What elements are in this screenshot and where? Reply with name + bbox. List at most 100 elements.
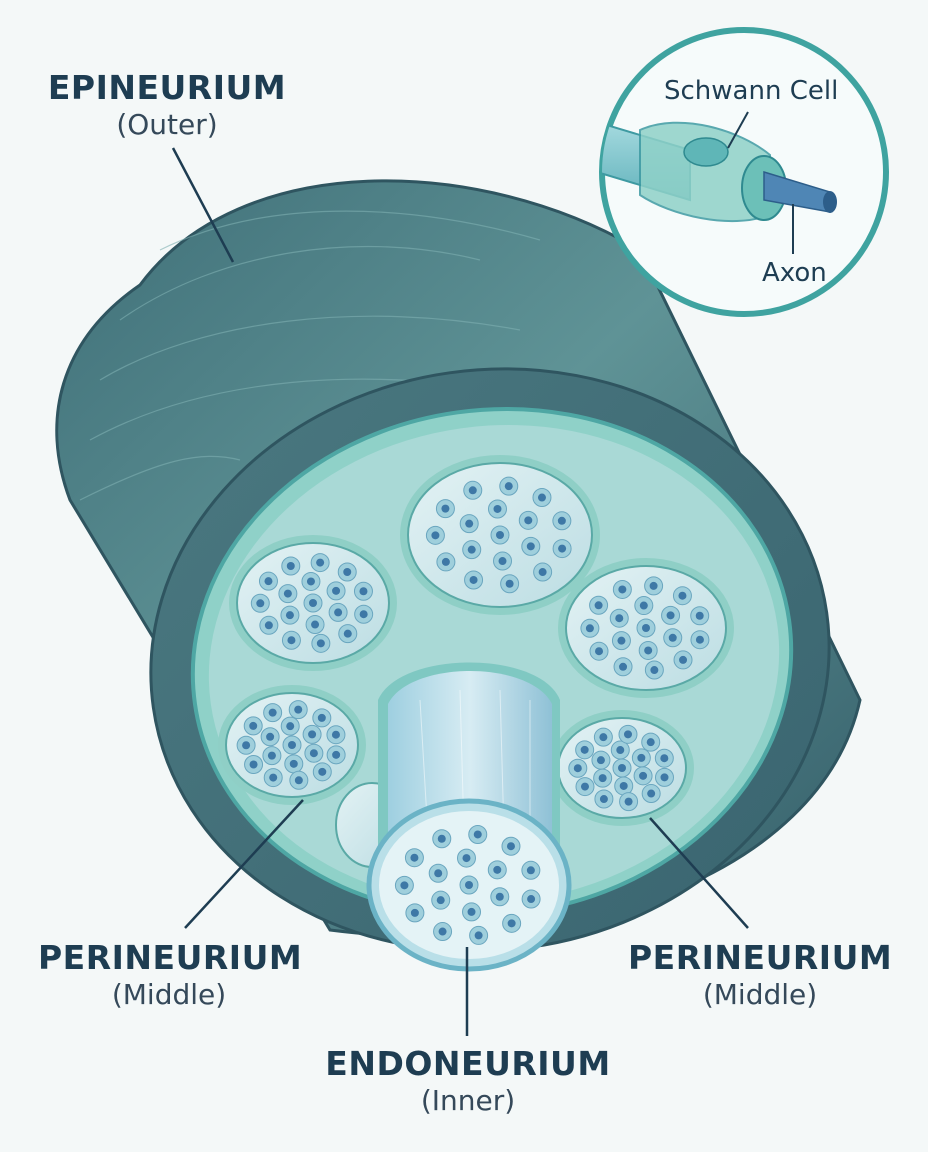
axon-core [495, 892, 504, 901]
axon-core [639, 771, 648, 780]
axon-core [436, 896, 445, 905]
fascicle-lower-left [218, 685, 366, 805]
axon-core [467, 907, 476, 916]
axon-core [619, 781, 628, 790]
axon-core [256, 599, 265, 608]
axon-core [580, 745, 589, 754]
axon-core [618, 585, 627, 594]
axon-core [538, 568, 547, 577]
axon-core [644, 646, 653, 655]
axon-core [317, 713, 326, 722]
endoneurium-subtitle: (Inner) [420, 1084, 516, 1117]
axon-core [289, 759, 298, 768]
axon-core [526, 866, 535, 875]
axon-core [437, 834, 446, 843]
axon-core [309, 749, 318, 758]
axon-core [493, 504, 502, 513]
axon-core [267, 751, 276, 760]
axon-core [332, 750, 341, 759]
axon-core [410, 853, 419, 862]
axon-core [294, 705, 303, 714]
axon-core [316, 639, 325, 648]
axon-core [639, 601, 648, 610]
axon-core [496, 531, 504, 539]
perineurium-left-leader [184, 799, 304, 929]
axon-core [474, 931, 483, 940]
axon-core [311, 620, 320, 629]
axon-core [249, 760, 258, 769]
fascicle-top [400, 455, 600, 615]
axon-core [596, 756, 605, 765]
axon-core [467, 545, 476, 554]
fascicle-lower-right [550, 710, 694, 826]
axon-core [468, 486, 477, 495]
axon-core [462, 854, 471, 863]
axon-core [615, 614, 624, 623]
axon-core [585, 624, 594, 633]
schwann-leader [727, 111, 749, 149]
axon-core [334, 608, 343, 617]
axon-core [441, 504, 450, 513]
axon-label: Axon [762, 258, 827, 288]
axon-core [359, 610, 368, 619]
axon-core [695, 635, 704, 644]
axon-core [678, 591, 687, 600]
axon-core [660, 773, 669, 782]
epineurium-label: EPINEURIUM (Outer) [42, 68, 292, 142]
axon-core [598, 774, 607, 783]
axon-core [642, 624, 650, 632]
schwann-cell-label: Schwann Cell [664, 76, 839, 106]
axon-core [679, 655, 688, 664]
axon-core [504, 482, 513, 491]
inset-schwann-axon [599, 27, 889, 317]
axon-core [595, 647, 604, 656]
axon-core [269, 773, 278, 782]
axon-core [359, 587, 368, 596]
axon-core [526, 542, 535, 551]
axon-core [465, 519, 474, 528]
axon-core [580, 782, 589, 791]
perineurium-right-leader [649, 817, 749, 929]
perineurium-left-subtitle: (Middle) [111, 978, 227, 1011]
axon-core [599, 795, 608, 804]
axon-core [285, 611, 294, 620]
axon-core [400, 881, 409, 890]
fascicle-right [558, 558, 734, 698]
axon-core [343, 629, 352, 638]
axon-core [434, 869, 443, 878]
axon-core [438, 927, 447, 936]
axon-core [264, 621, 273, 630]
axon-core [649, 581, 658, 590]
axon-core [288, 741, 296, 749]
perineurium-right-label: PERINEURIUM (Middle) [628, 938, 892, 1012]
axon-core [618, 764, 626, 772]
endoneurium-tube [366, 662, 572, 972]
axon-core [431, 531, 440, 540]
axon-core [331, 730, 340, 739]
axon-core [249, 721, 258, 730]
perineurium-right-title: PERINEURIUM [628, 938, 893, 977]
axon-core [286, 562, 295, 571]
epineurium-leader [171, 147, 235, 263]
axon-core [616, 746, 625, 755]
axon-core [441, 557, 450, 566]
axon-core [660, 754, 669, 763]
epineurium-subtitle: (Outer) [116, 108, 218, 141]
axon-core [524, 516, 533, 525]
axon-core [498, 557, 507, 566]
axon-core [573, 764, 582, 773]
axon-core [469, 575, 478, 584]
axon-core [287, 636, 296, 645]
axon-core [619, 662, 628, 671]
axon-core [537, 493, 546, 502]
axon-core [332, 586, 341, 595]
perineurium-left-title: PERINEURIUM [38, 938, 303, 977]
axon-core [306, 577, 315, 586]
axon-core [505, 579, 514, 588]
perineurium-right-subtitle: (Middle) [702, 978, 818, 1011]
axon-core [316, 558, 325, 567]
axon-core [268, 708, 277, 717]
endoneurium-title: ENDONEURIUM [325, 1044, 611, 1083]
axon-core [558, 544, 567, 553]
